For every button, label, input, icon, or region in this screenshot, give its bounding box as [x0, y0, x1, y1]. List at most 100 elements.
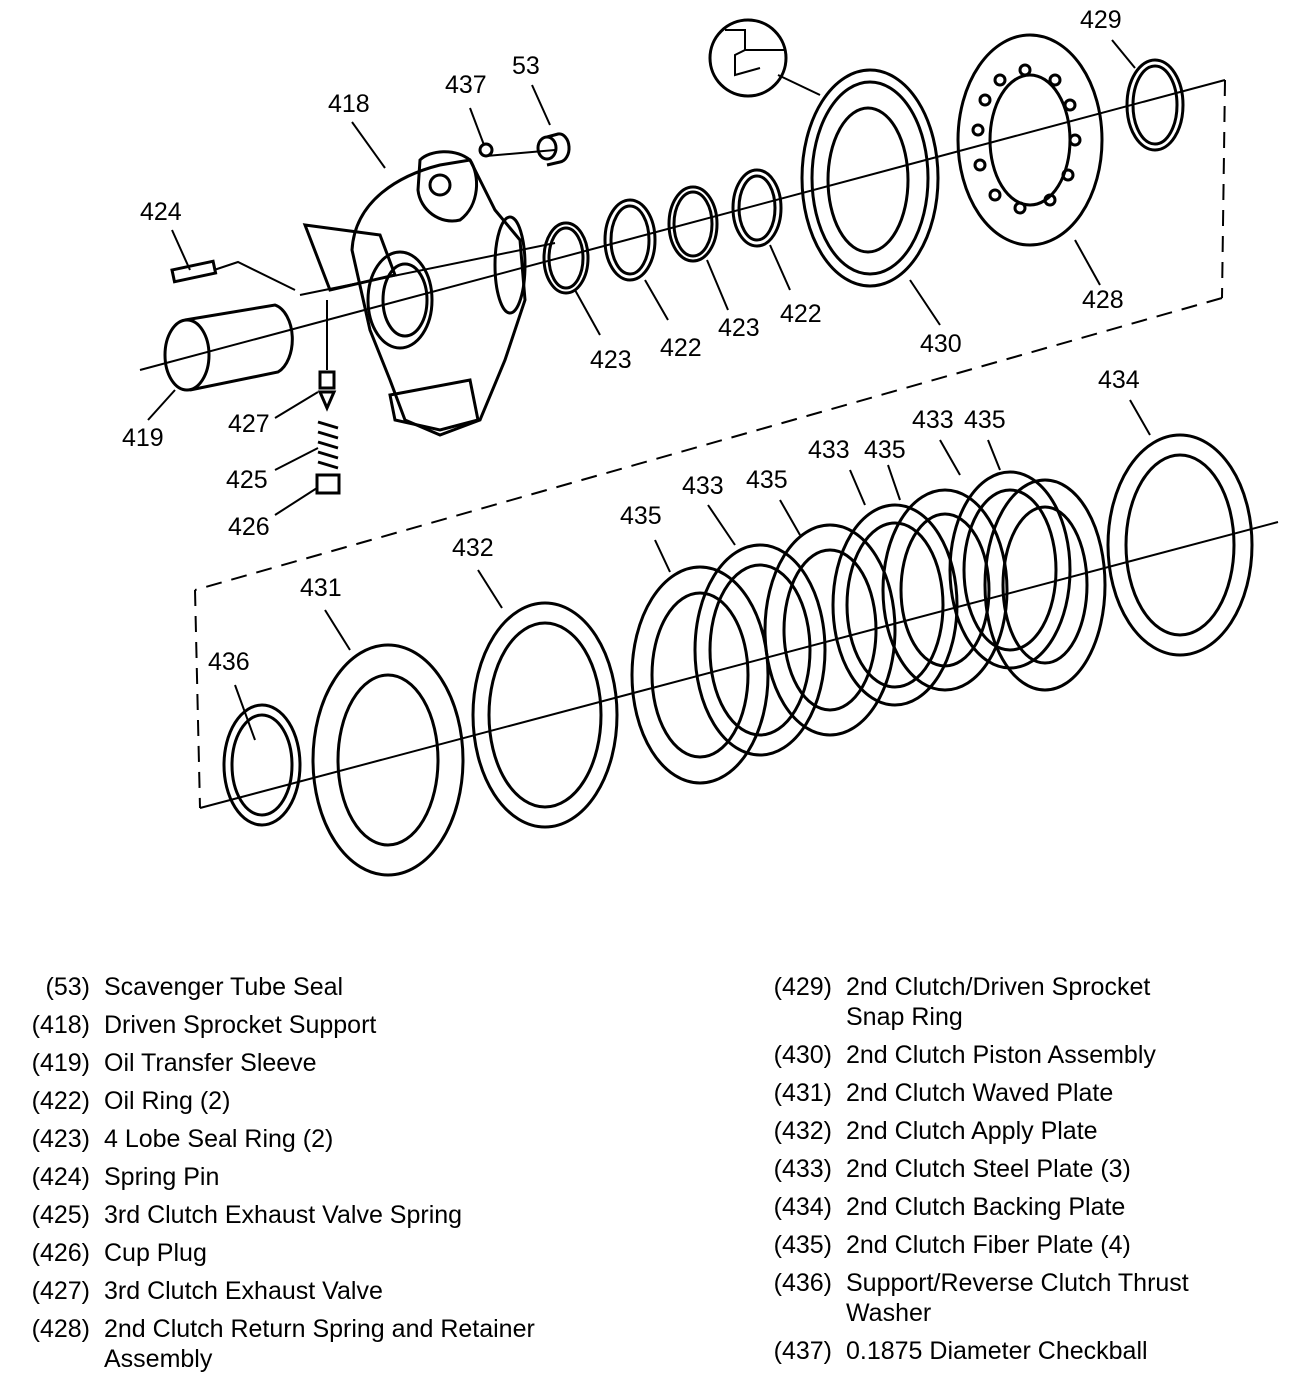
- legend-item: (430)2nd Clutch Piston Assembly: [752, 1036, 1292, 1074]
- oil-ring-422-b: [731, 168, 783, 248]
- legend-description: Oil Transfer Sleeve: [104, 1049, 317, 1077]
- callout-425: 425: [226, 466, 268, 494]
- snap-ring-429: [1125, 58, 1185, 152]
- legend-item: (418) Driven Sprocket Support: [10, 1006, 650, 1044]
- callout-422-a: 422: [660, 334, 702, 362]
- legend-item: (423) 4 Lobe Seal Ring (2): [10, 1120, 650, 1158]
- legend-number: (434): [773, 1193, 832, 1221]
- legend-description: 2nd Clutch Apply Plate: [846, 1117, 1098, 1145]
- legend-description: Oil Ring (2): [104, 1087, 231, 1115]
- legend-number: (422): [31, 1087, 90, 1115]
- return-spring-retainer-428: [956, 33, 1104, 247]
- legend-item: (419)Oil Transfer Sleeve: [10, 1044, 650, 1082]
- legend-item: (433) 2nd Clutch Steel Plate (3): [752, 1150, 1292, 1188]
- legend-number: (427): [31, 1277, 90, 1305]
- legend-item: (426) Cup Plug: [10, 1234, 650, 1272]
- callout-430: 430: [920, 330, 962, 358]
- callout-424: 424: [140, 198, 182, 226]
- callout-437: 437: [445, 71, 487, 99]
- legend-description: 3rd Clutch Exhaust Valve: [104, 1277, 383, 1305]
- legend-number: (437): [773, 1337, 832, 1365]
- scavenger-tube-seal-53: [536, 132, 571, 167]
- legend-item: (425)3rd Clutch Exhaust Valve Spring: [10, 1196, 650, 1234]
- legend-description: 2nd Clutch Fiber Plate (4): [846, 1231, 1131, 1259]
- legend-item: (428) 2nd Clutch Return Spring and Retain…: [10, 1310, 650, 1378]
- fiber-plate-435-b: [763, 523, 897, 737]
- legend-item: (422) Oil Ring (2): [10, 1082, 650, 1120]
- legend-item: (434) 2nd Clutch Backing Plate: [752, 1188, 1292, 1226]
- legend-item: (429) 2nd Clutch/Driven Sprocket Snap Rin…: [752, 968, 1292, 1036]
- callout-435-d: 435: [964, 406, 1006, 434]
- backing-plate-434: [1106, 433, 1254, 657]
- callout-labels: 429 53 437 418 424 423 422 423 422 430 4…: [122, 6, 1140, 676]
- steel-plate-433-b: [831, 503, 959, 707]
- exhaust-valve-spring-425: [317, 420, 339, 470]
- cup-plug-426: [315, 473, 341, 495]
- legend-item: (424) Spring Pin: [10, 1158, 650, 1196]
- callout-432: 432: [452, 534, 494, 562]
- legend-description: 2nd Clutch Piston Assembly: [846, 1041, 1156, 1069]
- legend-number: (429): [773, 973, 832, 1001]
- callout-435-a: 435: [620, 502, 662, 530]
- callout-433-a: 433: [682, 472, 724, 500]
- legend-description: Support/Reverse Clutch Thrust Washer: [846, 1269, 1189, 1327]
- callout-53: 53: [512, 52, 540, 80]
- legend-item: (437) 0.1875 Diameter Checkball: [752, 1332, 1292, 1370]
- callout-427: 427: [228, 410, 270, 438]
- callout-429: 429: [1080, 6, 1122, 34]
- legend-number: (432): [773, 1117, 832, 1145]
- legend-number: (418): [31, 1011, 90, 1039]
- waved-plate-431: [311, 643, 465, 877]
- callout-419: 419: [122, 424, 164, 452]
- callout-423-a: 423: [590, 346, 632, 374]
- legend-number: (428): [31, 1315, 90, 1343]
- legend-description: 4 Lobe Seal Ring (2): [104, 1125, 334, 1153]
- legend-item: (431)2nd Clutch Waved Plate: [752, 1074, 1292, 1112]
- legend-item: (432) 2nd Clutch Apply Plate: [752, 1112, 1292, 1150]
- dashed-leader: [194, 79, 1226, 809]
- driven-sprocket-support-418: [302, 150, 527, 437]
- spring-pin-424: [170, 259, 296, 291]
- legend-description: Spring Pin: [104, 1163, 220, 1191]
- legend-description: Driven Sprocket Support: [104, 1011, 377, 1039]
- legend-number: (424): [31, 1163, 90, 1191]
- steel-plate-433-a: [693, 543, 827, 757]
- piston-assembly-430: [800, 68, 940, 288]
- fiber-plate-435-d: [983, 478, 1107, 692]
- legend-right-column: (429) 2nd Clutch/Driven Sprocket Snap Rin…: [752, 968, 1292, 1370]
- oil-transfer-sleeve-419: [163, 303, 294, 392]
- callout-434: 434: [1098, 366, 1140, 394]
- legend-number: (423): [31, 1125, 90, 1153]
- thrust-washer-436: [222, 703, 302, 827]
- legend-item: (53)Scavenger Tube Seal: [10, 968, 650, 1006]
- lower-centerline: [199, 521, 1279, 809]
- legend-description: 0.1875 Diameter Checkball: [846, 1337, 1148, 1365]
- legend-number: (425): [31, 1201, 90, 1229]
- legend-number: (433): [773, 1155, 832, 1183]
- callout-leaders: [147, 39, 1151, 741]
- fiber-plate-435-c: [881, 488, 1009, 692]
- detail-inset: [708, 18, 821, 98]
- callout-435-b: 435: [746, 466, 788, 494]
- legend-number: (426): [31, 1239, 90, 1267]
- legend-description: Scavenger Tube Seal: [104, 973, 344, 1001]
- legend-item: (436)Support/Reverse Clutch Thrust Washe…: [752, 1264, 1292, 1332]
- legend-description: 2nd Clutch Backing Plate: [846, 1193, 1126, 1221]
- seal-ring-423-b: [667, 185, 719, 263]
- legend-number: (435): [773, 1231, 832, 1259]
- callout-435-c: 435: [864, 436, 906, 464]
- legend-description: Cup Plug: [104, 1239, 207, 1267]
- legend-description: 2nd Clutch/Driven Sprocket Snap Ring: [846, 973, 1151, 1031]
- callout-422-b: 422: [780, 300, 822, 328]
- callout-436: 436: [208, 648, 250, 676]
- legend-description: 2nd Clutch Return Spring and Retainer As…: [104, 1315, 535, 1373]
- legend-description: 2nd Clutch Steel Plate (3): [846, 1155, 1131, 1183]
- legend-left-column: (53)Scavenger Tube Seal (418) Driven Spro…: [10, 968, 650, 1378]
- callout-431: 431: [300, 574, 342, 602]
- exhaust-valve-427: [317, 300, 337, 412]
- apply-plate-432: [471, 601, 619, 829]
- callout-418: 418: [328, 90, 370, 118]
- legend-description: 2nd Clutch Waved Plate: [846, 1079, 1114, 1107]
- callout-433-b: 433: [808, 436, 850, 464]
- legend-item: (435) 2nd Clutch Fiber Plate (4): [752, 1226, 1292, 1264]
